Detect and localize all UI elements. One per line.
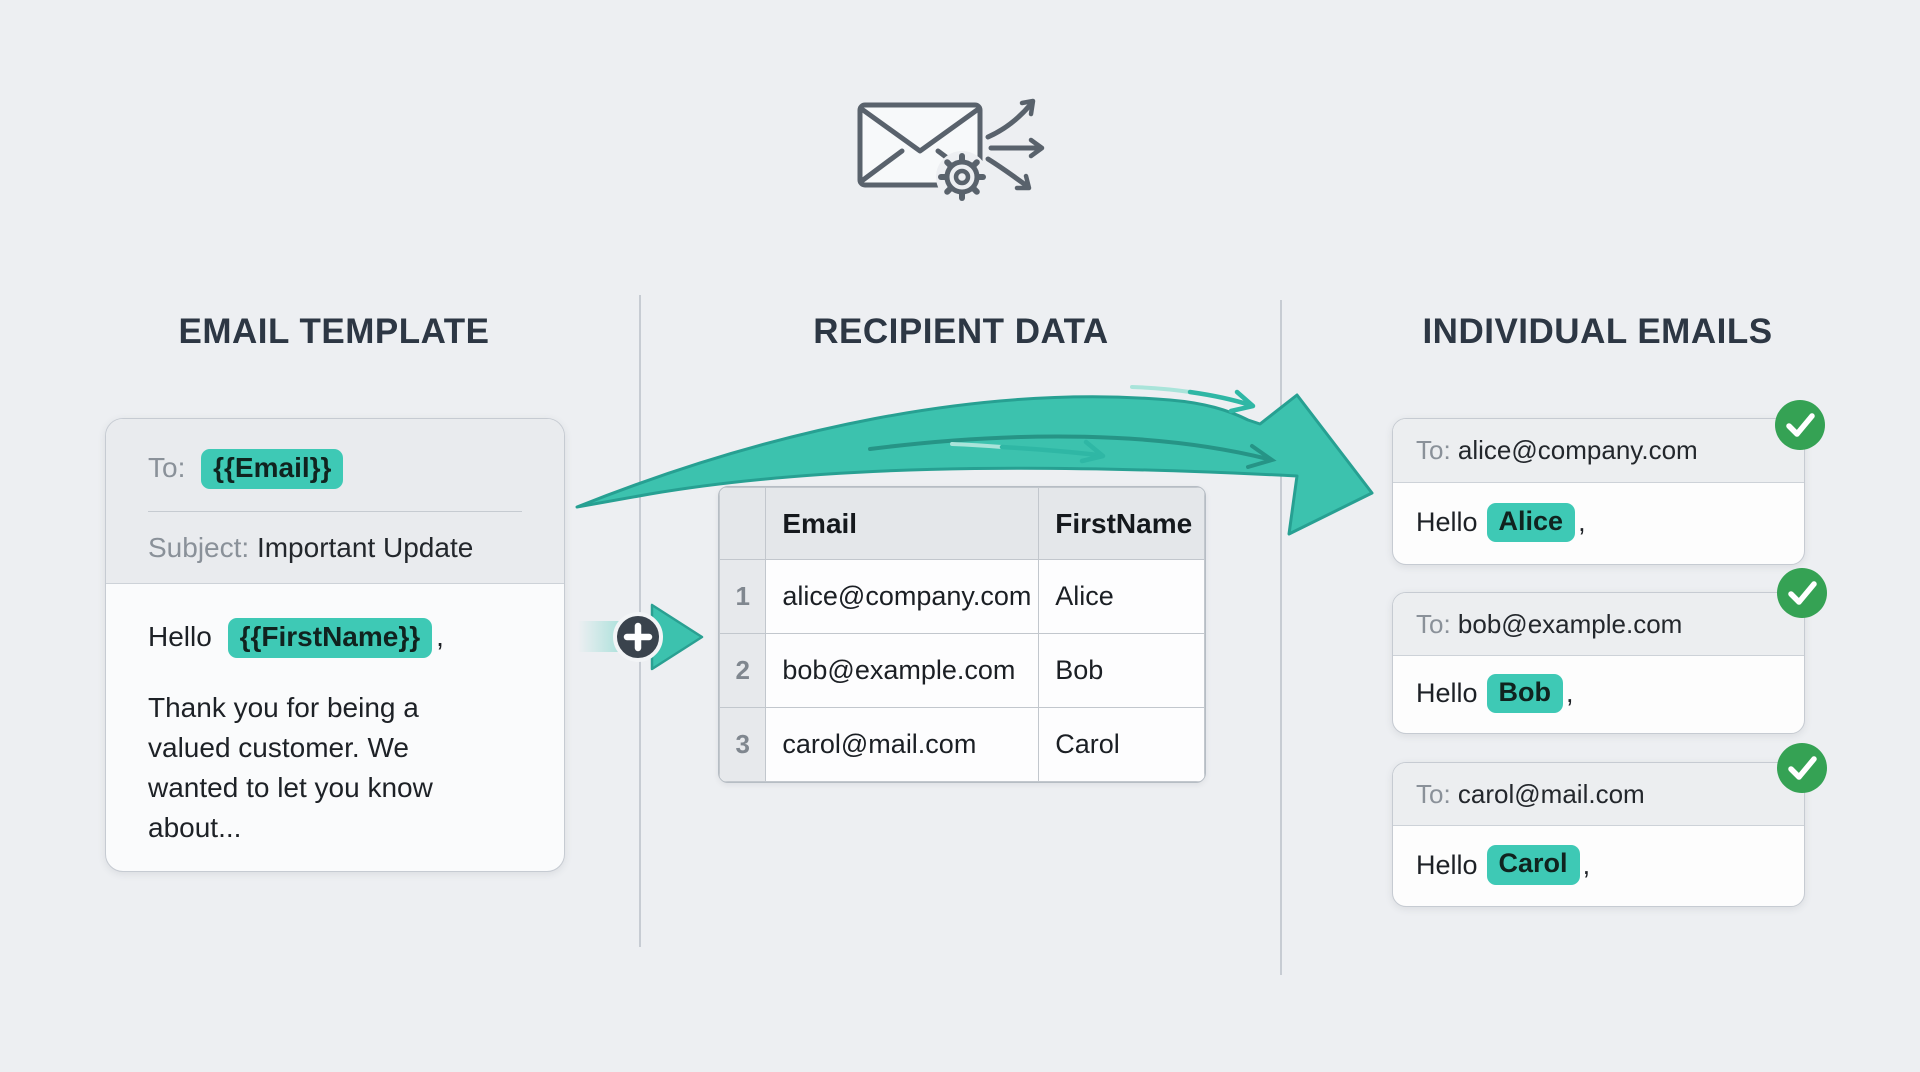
greeting-suffix: , [1582, 849, 1591, 880]
combine-arrow-icon [613, 603, 704, 671]
to-label: To: [1416, 435, 1451, 465]
cell-firstname: Alice [1038, 559, 1205, 634]
heading-individual-emails: INDIVIDUAL EMAILS [1422, 312, 1773, 351]
to-label: To: [1416, 778, 1451, 809]
greeting-prefix: Hello [1416, 507, 1478, 537]
greeting-suffix: , [436, 621, 444, 652]
merged-name-chip: Alice [1486, 502, 1576, 543]
cell-email: alice@company.com [765, 559, 1040, 634]
table-row: 3 carol@mail.com Carol [719, 707, 1205, 782]
greeting-prefix: Hello [148, 621, 212, 652]
success-check-icon [1777, 743, 1827, 793]
email-card-alice: To: alice@company.com Hello Alice, [1392, 418, 1805, 565]
cell-email: carol@mail.com [765, 707, 1040, 782]
flow-arrow-small-top [1130, 385, 1256, 414]
column-divider-right [1280, 300, 1282, 975]
cell-firstname: Bob [1038, 633, 1205, 708]
template-card-body: Hello {{FirstName}}, Thank you for being… [106, 584, 564, 849]
heading-recipient-data: RECIPIENT DATA [813, 312, 1109, 351]
envelope-gear-fanout-icon [857, 98, 1045, 203]
template-card-header: To: {{Email}} Subject: Important Update [106, 419, 564, 584]
cell-firstname: Carol [1038, 707, 1205, 782]
to-label: To: [1416, 608, 1451, 639]
merged-name-chip: Bob [1486, 673, 1564, 714]
to-value: carol@mail.com [1457, 778, 1645, 809]
row-number: 1 [719, 559, 767, 634]
subject-label: Subject: [148, 532, 250, 564]
greeting-suffix: , [1566, 678, 1574, 708]
heading-email-template: EMAIL TEMPLATE [178, 312, 490, 351]
corner-cell [719, 487, 767, 560]
col-header-firstname: FirstName [1038, 487, 1205, 560]
table-header-row: Email FirstName [719, 487, 1205, 560]
to-value: bob@example.com [1457, 608, 1683, 639]
success-check-icon [1777, 568, 1827, 618]
firstname-variable-chip: {{FirstName}} [227, 618, 433, 659]
to-label: To: [148, 452, 186, 483]
success-check-icon [1775, 400, 1825, 450]
email-card-bob: To: bob@example.com Hello Bob, [1392, 592, 1805, 734]
cell-email: bob@example.com [765, 633, 1040, 708]
email-variable-chip: {{Email}} [201, 449, 344, 490]
row-number: 3 [719, 707, 767, 782]
to-value: alice@company.com [1457, 435, 1698, 465]
header-divider [148, 511, 522, 513]
inner-flow-line [868, 434, 1277, 469]
merged-name-chip: Carol [1486, 845, 1580, 885]
flow-arrow-small-bottom [950, 439, 1106, 464]
row-number: 2 [719, 633, 767, 708]
table-row: 2 bob@example.com Bob [719, 633, 1205, 708]
gear-icon [936, 151, 988, 203]
subject-value: Important Update [256, 532, 474, 564]
recipient-table: Email FirstName 1 alice@company.com Alic… [718, 486, 1206, 783]
greeting-suffix: , [1578, 507, 1586, 537]
plus-badge [613, 612, 663, 662]
greeting-prefix: Hello [1416, 849, 1478, 880]
greeting-prefix: Hello [1416, 678, 1478, 708]
fanout-arrows-icon [985, 98, 1045, 191]
col-header-email: Email [765, 487, 1040, 560]
template-body-text: Thank you for being a valued customer. W… [148, 692, 433, 844]
email-card-carol: To: carol@mail.com Hello Carol, [1392, 762, 1805, 907]
email-template-card: To: {{Email}} Subject: Important Update … [105, 418, 565, 872]
table-row: 1 alice@company.com Alice [719, 559, 1205, 634]
merge-flow-arrow [575, 385, 1374, 536]
